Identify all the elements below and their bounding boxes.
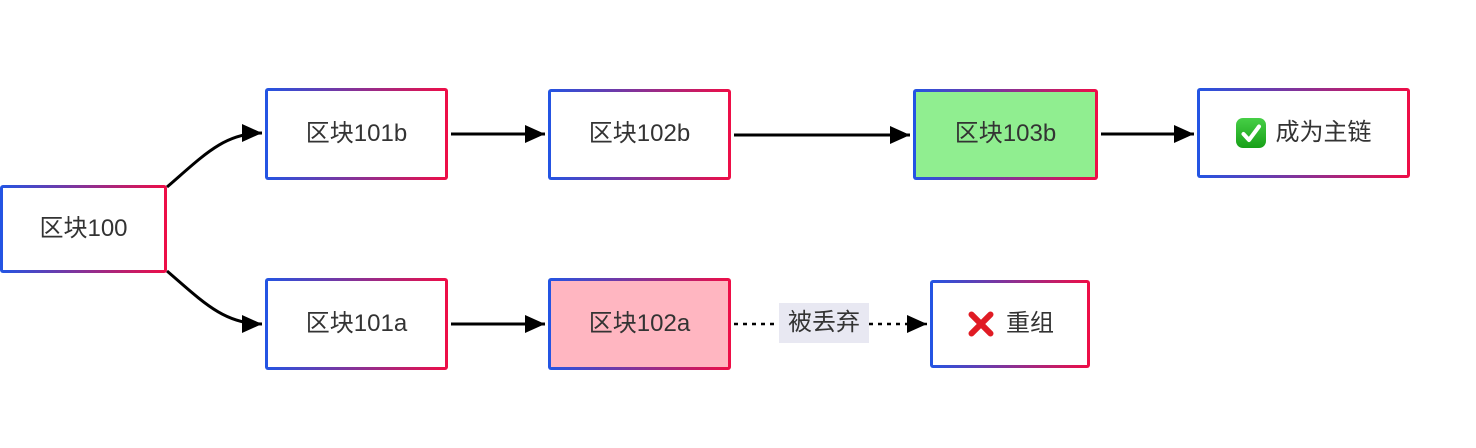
node-label: 重组 bbox=[1006, 309, 1054, 337]
arrow-fork-bottom bbox=[166, 269, 263, 333]
node-label: 区块102a bbox=[588, 309, 691, 337]
node-block-102a: 区块102a bbox=[548, 278, 731, 370]
arrow-fork-top bbox=[166, 124, 263, 189]
edge-label-discarded: 被丢弃 bbox=[779, 303, 869, 343]
node-block-100: 区块100 bbox=[0, 185, 167, 273]
node-label: 区块101b bbox=[305, 119, 408, 147]
node-label: 区块102b bbox=[588, 120, 691, 148]
node-block-103b: 区块103b bbox=[913, 89, 1098, 180]
node-label: 区块101a bbox=[305, 309, 408, 337]
node-label: 区块100 bbox=[39, 214, 128, 242]
cross-emoji-icon bbox=[966, 309, 996, 339]
node-label: 区块103b bbox=[954, 120, 1057, 148]
node-label: 成为主链 bbox=[1275, 118, 1372, 146]
node-result-reorg: 重组 bbox=[930, 280, 1090, 368]
check-emoji-icon bbox=[1235, 118, 1266, 148]
node-block-101b: 区块101b bbox=[265, 88, 448, 180]
node-block-102b: 区块102b bbox=[548, 89, 731, 180]
node-block-101a: 区块101a bbox=[265, 278, 448, 370]
node-result-main-chain: 成为主链 bbox=[1197, 88, 1410, 178]
